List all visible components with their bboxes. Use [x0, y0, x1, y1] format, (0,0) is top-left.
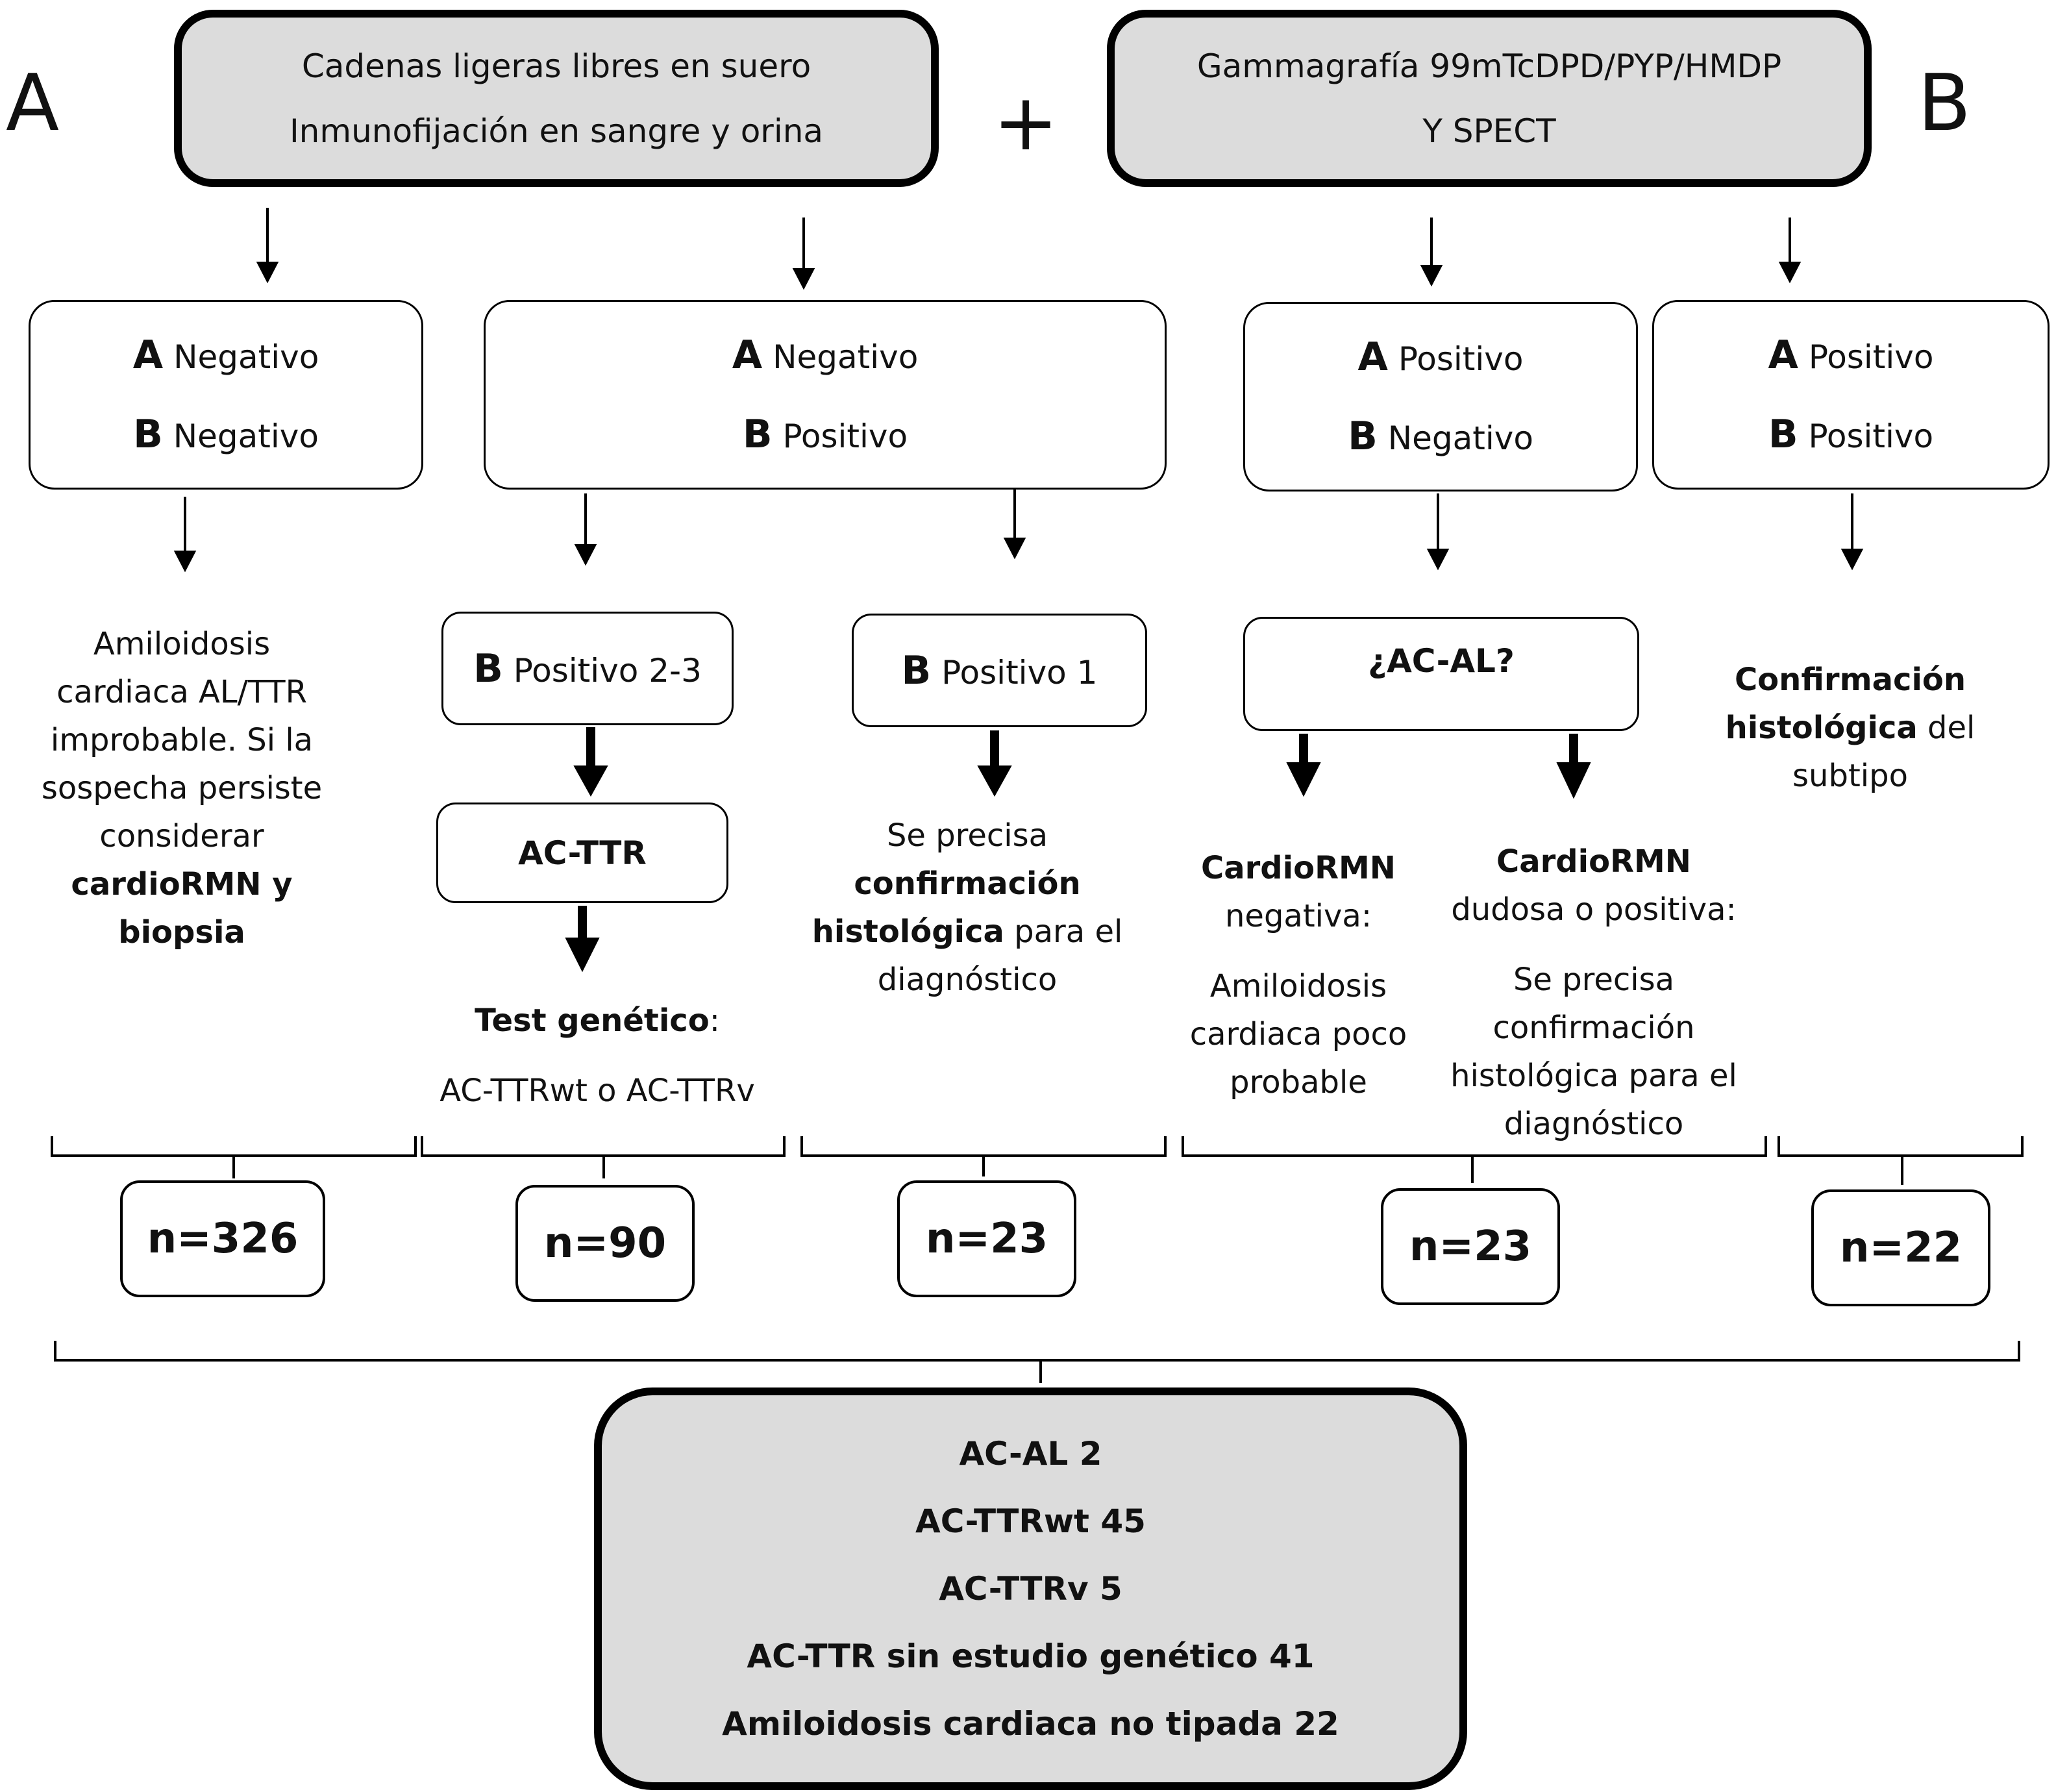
cardio-neg-line: Amiloidosis — [1209, 968, 1387, 1004]
box-b-tests: Gammagrafía 99mTcDPD/PYP/HMDP Y SPECT — [1107, 10, 1872, 187]
cardiormn-dudosa-positiva: CardioRMN dudosa o positiva: Se precisa … — [1418, 838, 1769, 1148]
box-b-positivo-1: B Positivo 1 — [852, 614, 1147, 727]
cardio-neg-line: cardiaca poco — [1189, 1016, 1407, 1052]
outcome-4-line1: Confirmación — [1734, 662, 1966, 698]
cardio-neg-line: probable — [1230, 1064, 1367, 1101]
outcome-confirmacion-diagnostico: Se precisa confirmación histológica para… — [792, 812, 1143, 1004]
cardio-pos-title: CardioRMN — [1496, 843, 1691, 880]
outcome-b1-line4: diagnóstico — [877, 962, 1058, 998]
group-1-a-val: Negativo — [173, 338, 319, 376]
box-a-line2: Inmunofijación en sangre y orina — [289, 112, 824, 150]
count-value: n=326 — [147, 1215, 299, 1263]
count-value: n=90 — [543, 1219, 667, 1267]
test-genetico-bold: Test genético — [475, 1002, 710, 1039]
cardio-pos-line: Se precisa — [1513, 962, 1675, 998]
cardio-pos-line: histológica para el — [1450, 1058, 1737, 1094]
summary-line: AC-TTR sin estudio genético 41 — [747, 1637, 1315, 1675]
group-box-4: A Positivo B Positivo — [1652, 300, 2050, 490]
group-2-a-val: Negativo — [773, 338, 919, 376]
summary-line: AC-TTRwt 45 — [915, 1502, 1146, 1540]
group-box-2: A Negativo B Positivo — [484, 300, 1167, 490]
count-value: n=23 — [1409, 1223, 1532, 1271]
box-b-line1: Gammagrafía 99mTcDPD/PYP/HMDP — [1196, 47, 1782, 85]
count-box-2: n=90 — [515, 1185, 695, 1302]
group-2-a-key: A — [732, 332, 763, 378]
test-genetico-result: AC-TTRwt o AC-TTRv — [440, 1073, 755, 1109]
group-4-a-key: A — [1768, 332, 1798, 378]
group-3-a-key: A — [1357, 334, 1388, 380]
test-genetico: Test genético: AC-TTRwt o AC-TTRv — [403, 997, 792, 1115]
box-ac-ttr: AC-TTR — [436, 803, 728, 903]
count-box-3: n=23 — [897, 1180, 1076, 1297]
sub-b1-key: B — [901, 647, 932, 693]
outcome-1-line: considerar — [99, 818, 264, 854]
label-a: A — [5, 58, 60, 149]
sub-b23-key: B — [473, 645, 503, 691]
box-b-positivo-2-3: B Positivo 2-3 — [441, 612, 734, 725]
outcome-improbable: Amiloidosis cardiaca AL/TTR improbable. … — [19, 620, 344, 956]
outcome-4-line2-bold: histológica — [1725, 710, 1918, 746]
box-ac-al-question: ¿AC-AL? — [1243, 617, 1639, 731]
group-box-3: A Positivo B Negativo — [1243, 302, 1638, 492]
group-1-a-key: A — [132, 332, 164, 378]
summary-line: Amiloidosis cardiaca no tipada 22 — [722, 1705, 1339, 1743]
group-3-b-key: B — [1348, 414, 1378, 459]
count-value: n=23 — [925, 1215, 1048, 1263]
label-b: B — [1917, 58, 1972, 149]
group-4-b-key: B — [1768, 412, 1798, 457]
outcome-b1-line3-rest: para el — [1004, 914, 1123, 950]
outcome-1-bold-line: cardioRMN y — [71, 866, 293, 902]
cardio-neg-title: CardioRMN — [1201, 850, 1396, 886]
ac-al-question-label: ¿AC-AL? — [1368, 642, 1515, 680]
outcome-4-line3: subtipo — [1792, 758, 1908, 794]
cardiormn-negativa: CardioRMN negativa: Amiloidosis cardiaca… — [1156, 844, 1441, 1106]
summary-line: AC-AL 2 — [959, 1435, 1102, 1473]
box-b-line2: Y SPECT — [1422, 112, 1556, 150]
group-box-1: A Negativo B Negativo — [29, 300, 423, 490]
outcome-1-line: Amiloidosis — [93, 626, 271, 662]
box-a-tests: Cadenas ligeras libres en suero Inmunofi… — [174, 10, 939, 187]
group-3-a-val: Positivo — [1398, 340, 1524, 378]
ac-ttr-label: AC-TTR — [518, 834, 647, 872]
summary-line: AC-TTRv 5 — [939, 1570, 1122, 1608]
group-1-b-val: Negativo — [173, 417, 319, 455]
outcome-1-line: cardiaca AL/TTR — [56, 674, 307, 710]
count-box-1: n=326 — [120, 1180, 325, 1297]
cardio-pos-line: confirmación — [1492, 1010, 1695, 1046]
sub-b23-val: Positivo 2-3 — [513, 651, 702, 690]
outcome-4-line2-rest: del — [1917, 710, 1975, 746]
outcome-1-line: improbable. Si la — [50, 722, 314, 758]
test-genetico-colon: : — [709, 1002, 720, 1039]
box-a-line1: Cadenas ligeras libres en suero — [301, 47, 811, 85]
outcome-confirmacion-subtipo: Confirmación histológica del subtipo — [1688, 656, 2013, 800]
summary-box: AC-AL 2 AC-TTRwt 45 AC-TTRv 5 AC-TTR sin… — [594, 1388, 1467, 1790]
outcome-b1-line1: Se precisa — [886, 817, 1048, 854]
group-4-b-val: Positivo — [1808, 417, 1934, 455]
group-3-b-val: Negativo — [1387, 419, 1533, 457]
outcome-b1-line3-bold: histológica — [811, 914, 1004, 950]
group-4-a-val: Positivo — [1808, 338, 1934, 376]
sub-b1-val: Positivo 1 — [941, 653, 1098, 691]
outcome-1-bold-line: biopsia — [118, 914, 245, 951]
cardio-neg-line2: negativa: — [1225, 898, 1372, 934]
outcome-1-line: sospecha persiste — [41, 770, 323, 806]
plus-sign: + — [993, 78, 1059, 168]
group-2-b-val: Positivo — [782, 417, 908, 455]
group-1-b-key: B — [133, 412, 163, 457]
count-box-4: n=23 — [1381, 1188, 1560, 1305]
cardio-pos-line: diagnóstico — [1504, 1106, 1684, 1142]
count-box-5: n=22 — [1811, 1189, 1990, 1306]
group-2-b-key: B — [742, 412, 773, 457]
outcome-b1-line2: confirmación — [854, 865, 1081, 902]
count-value: n=22 — [1839, 1224, 1963, 1272]
cardio-pos-line2: dudosa o positiva: — [1451, 891, 1737, 928]
